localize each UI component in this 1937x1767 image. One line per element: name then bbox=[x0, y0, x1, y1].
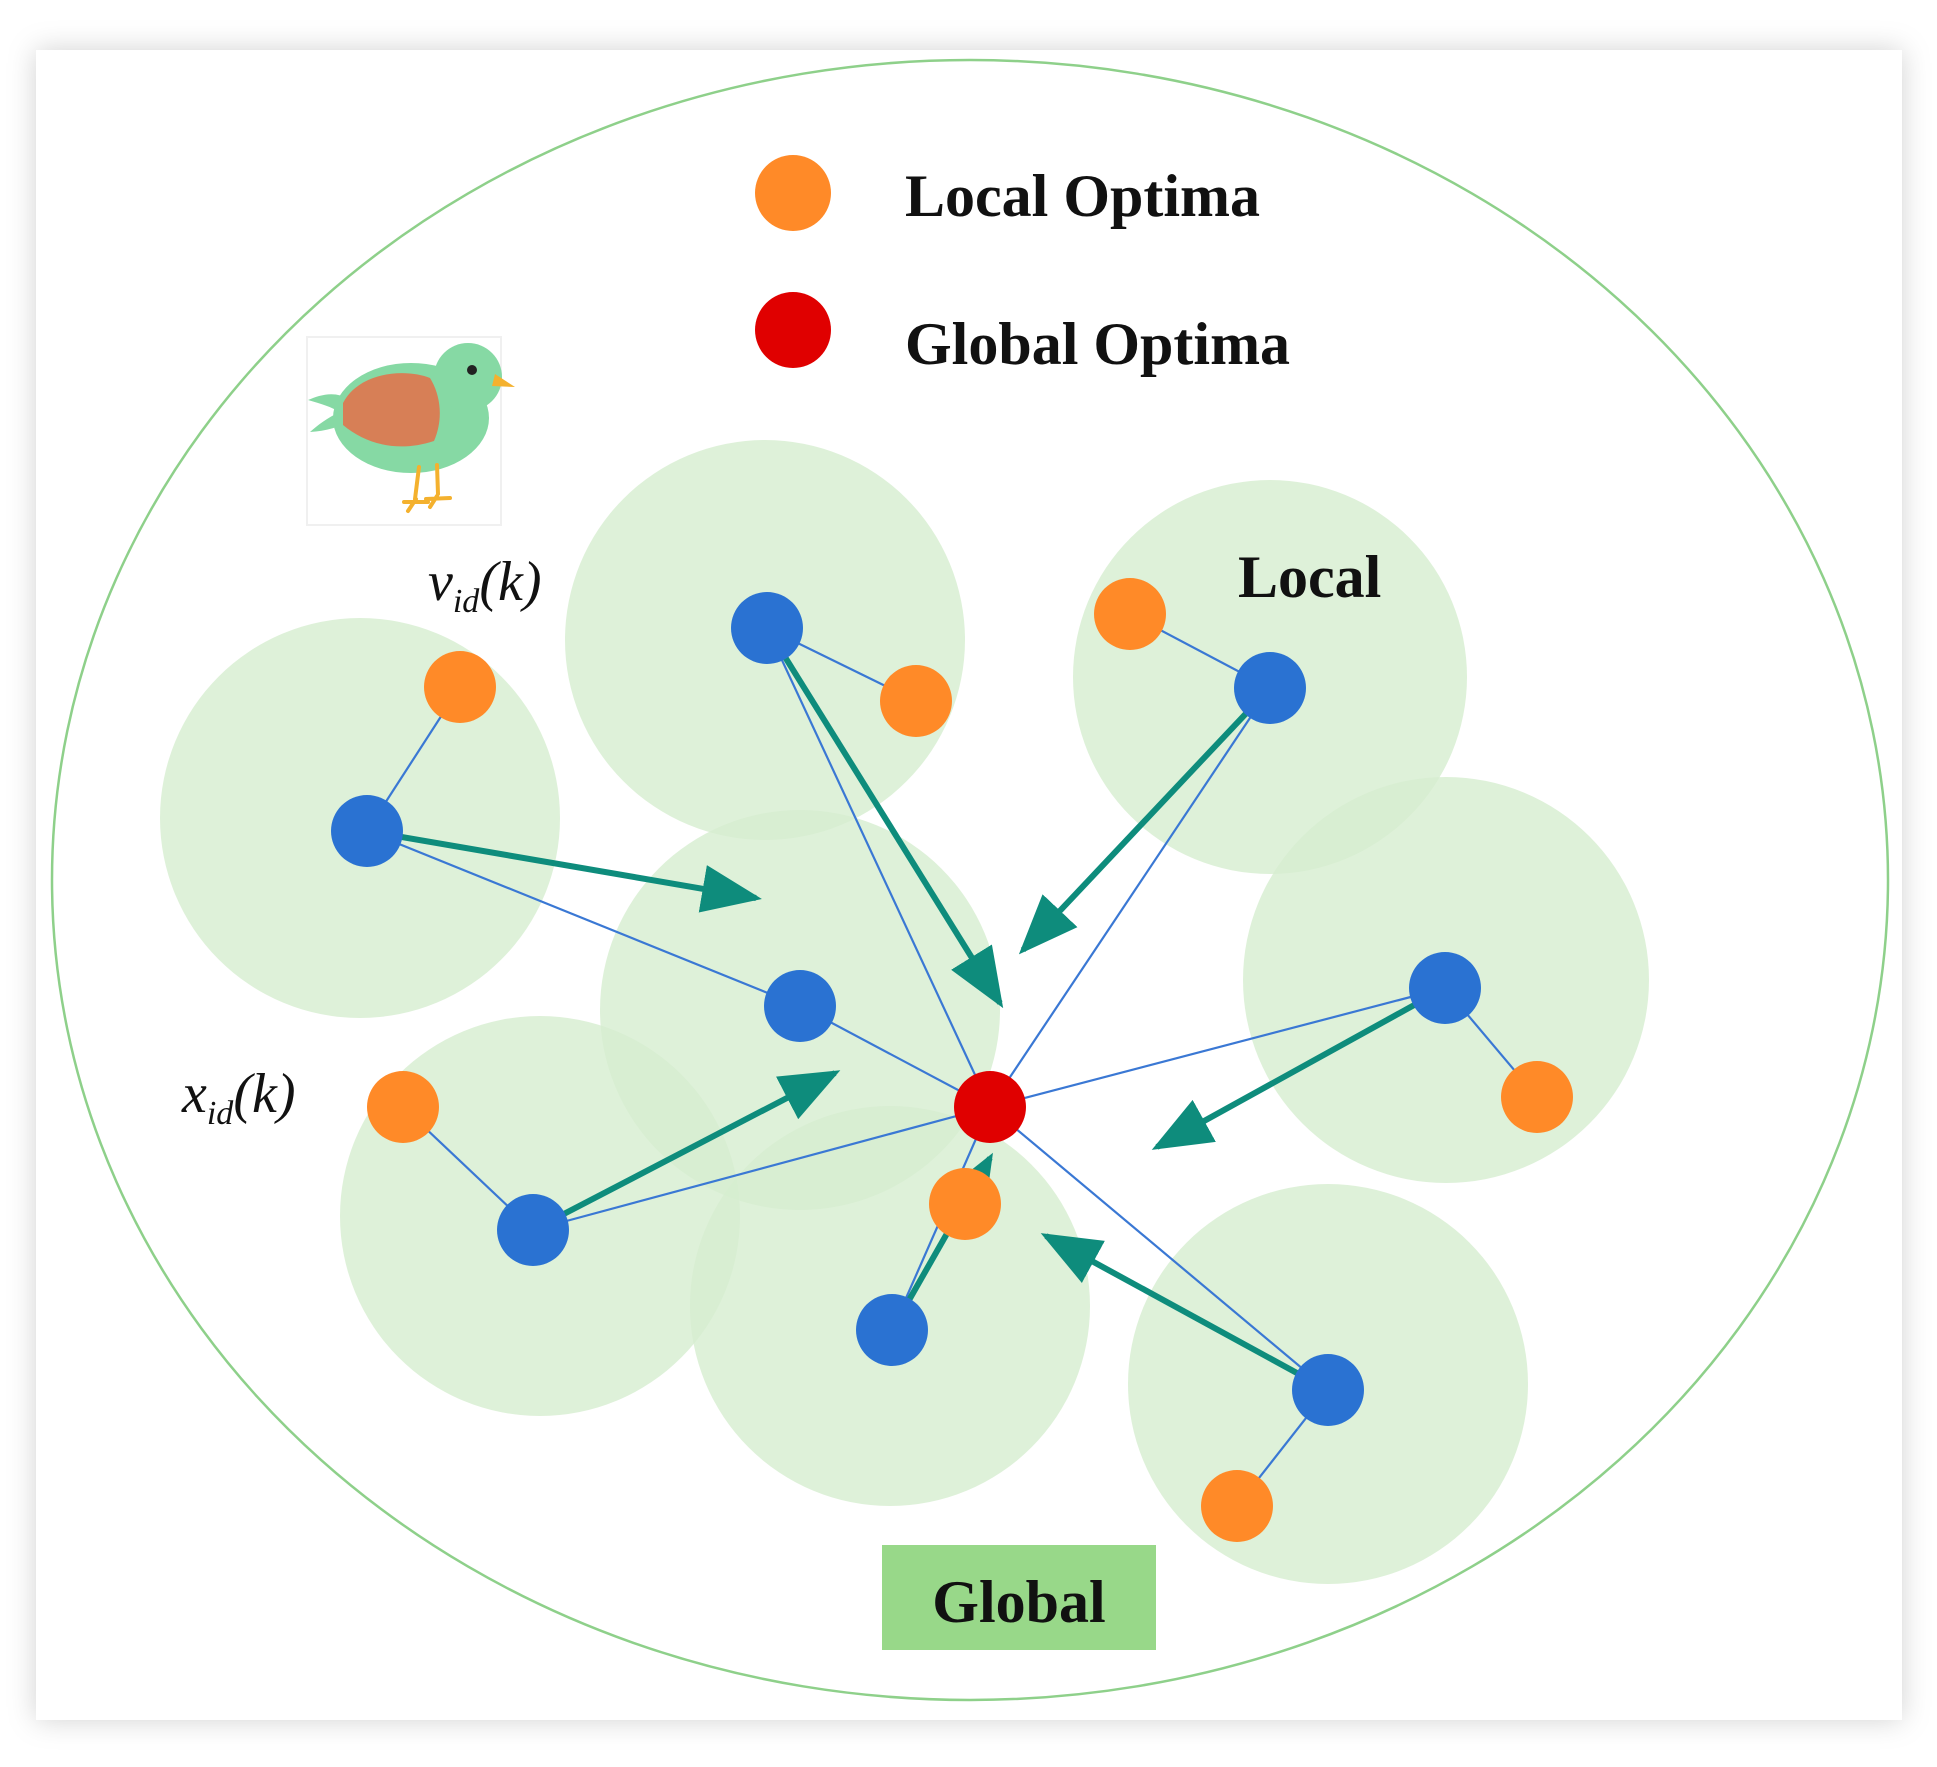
velocity-arrow bbox=[531, 1070, 841, 1233]
local-optima bbox=[367, 578, 1573, 1542]
velocity-label: vid(k) bbox=[428, 551, 541, 620]
bird-head bbox=[434, 343, 502, 411]
link-line bbox=[989, 986, 1446, 1109]
bird-icon bbox=[306, 336, 515, 526]
bird-beak bbox=[492, 374, 515, 387]
particle bbox=[1409, 952, 1481, 1024]
local-optimum bbox=[1201, 1470, 1273, 1542]
local-optimum bbox=[424, 651, 496, 723]
bird-wing bbox=[343, 373, 440, 447]
legend-global-label: Global Optima bbox=[905, 311, 1290, 377]
link-line bbox=[989, 1106, 1329, 1391]
legend: Local Optima Global Optima bbox=[755, 155, 1290, 377]
bird-eye bbox=[467, 365, 477, 375]
velocity-arrow bbox=[1018, 685, 1273, 955]
search-space-boundary bbox=[50, 58, 1890, 1702]
global-optimum bbox=[954, 1071, 1026, 1143]
particles bbox=[331, 592, 1481, 1426]
velocity-arrow bbox=[764, 626, 1004, 1009]
local-optimum bbox=[1094, 578, 1166, 650]
local-optimum bbox=[880, 665, 952, 737]
velocity-arrow bbox=[1151, 985, 1447, 1150]
particle bbox=[1292, 1354, 1364, 1426]
link-line bbox=[532, 1105, 991, 1232]
position-argument: (k) bbox=[233, 1063, 295, 1125]
position-base: x bbox=[181, 1063, 207, 1125]
local-optimum bbox=[1501, 1061, 1573, 1133]
global-region-label: Global bbox=[882, 1545, 1156, 1650]
velocity-arrows bbox=[366, 626, 1447, 1393]
particle bbox=[856, 1294, 928, 1366]
particle bbox=[1234, 652, 1306, 724]
velocity-base: v bbox=[428, 551, 453, 613]
position-label: xid(k) bbox=[181, 1063, 295, 1132]
local-optimum bbox=[929, 1168, 1001, 1240]
global-label-box bbox=[882, 1545, 1156, 1650]
velocity-subscript: id bbox=[453, 583, 480, 620]
legend-global-marker bbox=[755, 292, 831, 368]
particle bbox=[764, 970, 836, 1042]
link-line bbox=[366, 829, 801, 1008]
global-label: Global bbox=[932, 1569, 1105, 1635]
position-subscript: id bbox=[207, 1095, 234, 1132]
local-optimum bbox=[367, 1071, 439, 1143]
legend-local-label: Local Optima bbox=[905, 163, 1260, 229]
bird-legs bbox=[402, 463, 452, 513]
local-label: Local bbox=[1238, 544, 1381, 610]
particle bbox=[497, 1194, 569, 1266]
velocity-arrow bbox=[1040, 1233, 1330, 1393]
particle bbox=[331, 795, 403, 867]
velocity-argument: (k) bbox=[479, 551, 541, 613]
legend-local-marker bbox=[755, 155, 831, 231]
link-line bbox=[766, 627, 991, 1108]
link-line bbox=[989, 687, 1271, 1108]
velocity-arrow bbox=[366, 828, 762, 913]
particle bbox=[731, 592, 803, 664]
